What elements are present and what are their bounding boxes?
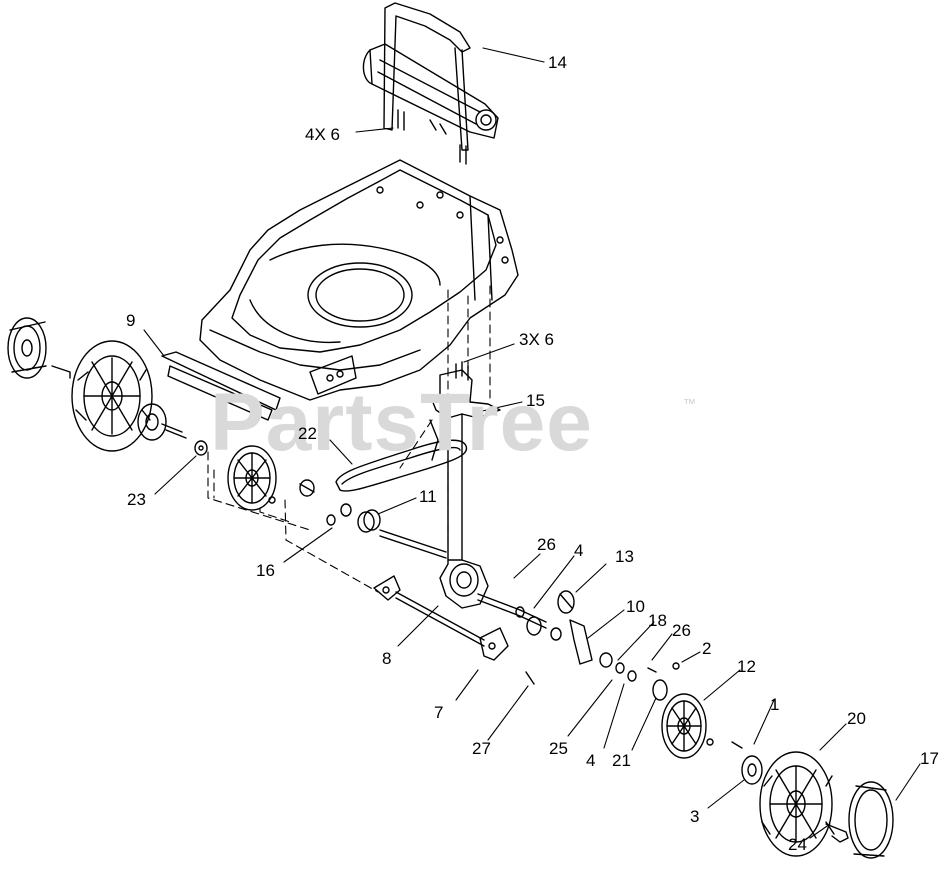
callout-4-upper: 4 [574,541,584,560]
callout-4x6: 4X 6 [305,125,340,144]
callout-26-upper: 26 [537,535,556,554]
left-wheel-group [7,317,208,456]
right-inner-wheel [661,693,743,759]
callout-26-lower: 26 [672,621,691,640]
callout-23: 23 [127,490,146,509]
trademark-symbol: ™ [683,396,696,411]
callout-3x6: 3X 6 [519,330,554,349]
callout-16: 16 [256,561,275,580]
handle-assembly [362,2,499,165]
callout-17: 17 [920,749,939,768]
callout-21: 21 [612,751,631,770]
mower-deck [199,159,519,401]
drive-pulley [326,503,381,533]
left-inner-wheel [227,445,315,511]
callout-18: 18 [648,611,667,630]
callout-13: 13 [615,547,634,566]
rear-axle [373,575,535,685]
callout-14: 14 [548,53,567,72]
callout-20: 20 [847,709,866,728]
callout-2: 2 [702,639,712,658]
callout-1: 1 [770,695,780,714]
callout-12: 12 [737,657,756,676]
callout-3: 3 [690,807,700,826]
front-bumper [161,351,281,421]
callout-22: 22 [298,424,317,443]
callout-leaders [143,47,921,839]
callout-11: 11 [419,487,437,506]
callout-7: 7 [434,703,444,722]
drive-belt [335,439,468,492]
parts-tree-watermark: PartsTree [210,377,593,468]
callout-4-lower: 4 [586,751,596,770]
callout-24: 24 [788,835,807,854]
right-wheel-group [741,751,894,859]
callout-10: 10 [626,597,645,616]
assembly-guide-lines [207,285,491,593]
drive-axle [379,529,680,701]
callout-27: 27 [472,739,491,758]
transmission [429,361,501,609]
callout-8: 8 [382,649,392,668]
callout-25: 25 [549,739,568,758]
callout-9: 9 [126,311,136,330]
callout-15: 15 [526,391,545,410]
